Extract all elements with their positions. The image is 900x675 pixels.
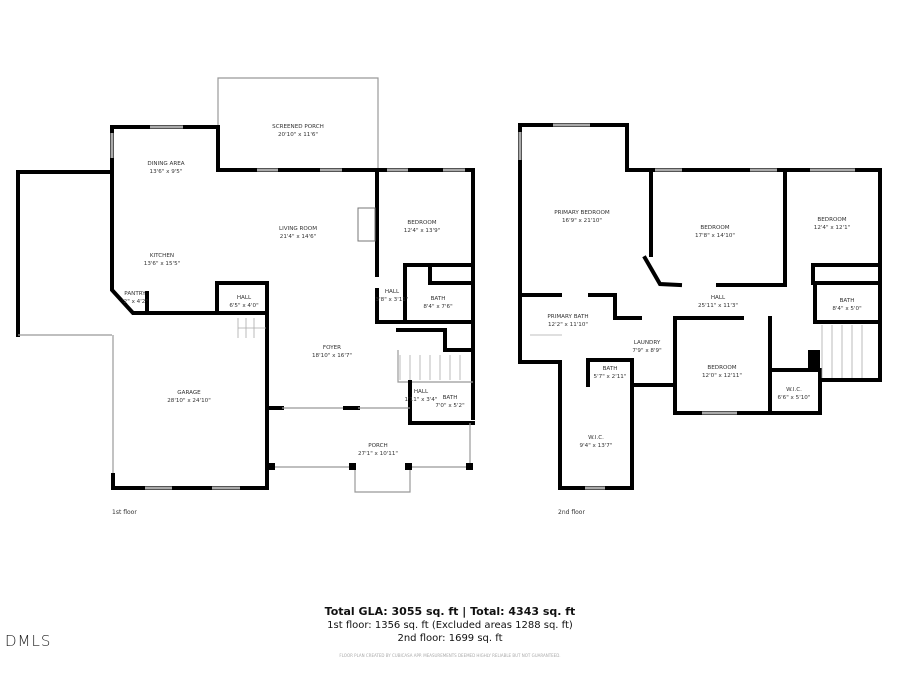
room-dims: 21'4" x 14'6" <box>279 234 317 240</box>
room-name: LIVING ROOM <box>278 226 318 232</box>
room-dims: 12'4" x 12'1" <box>813 225 851 231</box>
room-label: PRIMARY BATH 12'2" x 11'10" <box>547 313 588 329</box>
room-name: BATH <box>602 366 618 372</box>
room-name: PORCH <box>368 443 388 449</box>
room-name: BEDROOM <box>407 220 437 226</box>
room-name: BATH <box>442 395 458 401</box>
room-label: PORCH 27'1" x 10'11" <box>358 442 398 458</box>
second-floor-label: 2nd floor <box>558 509 585 516</box>
room-label: BATH 8'4" x 7'6" <box>423 295 452 311</box>
room-name: DINING AREA <box>147 161 185 167</box>
first-floor-area: 1st floor: 1356 sq. ft (Excluded areas 1… <box>327 620 573 631</box>
room-label: KITCHEN 13'6" x 15'5" <box>144 252 180 268</box>
room-label: DINING AREA 13'6" x 9'5" <box>147 160 184 176</box>
room-label: PANTRY '2" x 4'2" <box>122 290 148 306</box>
room-dims: 7'9" x 8'9" <box>632 348 662 354</box>
room-name: HALL <box>236 295 252 301</box>
room-name: PANTRY <box>124 291 146 297</box>
room-label: BATH 5'7" x 2'11" <box>594 365 627 381</box>
room-name: SCREENED PORCH <box>272 124 324 130</box>
room-label: W.I.C. 9'4" x 13'7" <box>580 434 613 450</box>
room-name: KITCHEN <box>149 253 175 259</box>
room-label: HALL 1'11" x 3'4" <box>405 388 438 404</box>
room-label: BATH 8'4" x 5'0" <box>832 297 861 313</box>
room-label: W.I.C. 6'6" x 5'10" <box>778 386 811 402</box>
room-dims: 1'11" x 3'4" <box>404 397 438 403</box>
room-dims: 27'1" x 10'11" <box>357 451 399 457</box>
room-dims: 9'4" x 13'7" <box>579 443 613 449</box>
first-floor-label: 1st floor <box>112 509 137 516</box>
room-label: FOYER 18'10" x 16'7" <box>312 344 352 360</box>
room-name: HALL <box>710 295 726 301</box>
total-area: Total GLA: 3055 sq. ft | Total: 4343 sq.… <box>324 605 576 618</box>
room-name: FOYER <box>322 345 342 351</box>
room-name: BEDROOM <box>817 217 847 223</box>
room-dims: 13'6" x 15'5" <box>143 261 181 267</box>
room-label: LIVING ROOM 21'4" x 14'6" <box>279 225 317 241</box>
room-dims: 16'9" x 21'10" <box>561 218 603 224</box>
room-label: HALL 3'8" x 3'11" <box>376 288 409 304</box>
room-name: PRIMARY BEDROOM <box>554 210 610 216</box>
room-dims: 12'2" x 11'10" <box>547 322 589 328</box>
room-dims: 25'11" x 11'3" <box>697 303 739 309</box>
room-name: W.I.C. <box>786 387 802 393</box>
room-dims: 5'7" x 2'11" <box>593 374 627 380</box>
room-name: W.I.C. <box>588 435 604 441</box>
room-label: BEDROOM 12'0" x 12'11" <box>702 364 742 380</box>
room-name: BEDROOM <box>707 365 737 371</box>
room-dims: 12'0" x 12'11" <box>701 373 743 379</box>
room-name: BEDROOM <box>700 225 730 231</box>
room-label: SCREENED PORCH 20'10" x 11'6" <box>272 123 324 139</box>
room-dims: 17'8" x 14'10" <box>694 233 736 239</box>
room-name: GARAGE <box>177 390 201 396</box>
room-dims: 6'5" x 4'0" <box>229 303 259 309</box>
room-dims: 12'4" x 13'9" <box>403 228 441 234</box>
room-label: BEDROOM 12'4" x 12'1" <box>814 216 850 232</box>
second-floor-walls <box>518 123 882 490</box>
room-label: BATH 7'0" x 5'2" <box>435 394 464 410</box>
room-label: LAUNDRY 7'9" x 8'9" <box>632 339 661 355</box>
room-dims: 8'4" x 7'6" <box>423 304 453 310</box>
room-label: HALL 25'11" x 11'3" <box>698 294 738 310</box>
room-dims: 8'4" x 5'0" <box>832 306 862 312</box>
room-label: BEDROOM 12'4" x 13'9" <box>404 219 440 235</box>
second-floor-area: 2nd floor: 1699 sq. ft <box>397 633 503 644</box>
room-dims: 28'10" x 24'10" <box>167 398 211 404</box>
room-name: BATH <box>430 296 446 302</box>
room-dims: 7'0" x 5'2" <box>435 403 465 409</box>
first-floor-walls <box>16 77 475 493</box>
disclaimer: FLOOR PLAN CREATED BY CUBICASA APP. MEAS… <box>339 653 561 658</box>
room-dims: 18'10" x 16'7" <box>311 353 353 359</box>
room-label: HALL 6'5" x 4'0" <box>229 294 258 310</box>
room-name: PRIMARY BATH <box>547 314 589 320</box>
room-name: BATH <box>839 298 855 304</box>
room-label: GARAGE 28'10" x 24'10" <box>167 389 211 405</box>
room-dims: 20'10" x 11'6" <box>277 132 318 138</box>
room-dims: 6'6" x 5'10" <box>777 395 811 401</box>
room-label: PRIMARY BEDROOM 16'9" x 21'10" <box>554 209 609 225</box>
room-dims: 3'8" x 3'11" <box>375 297 409 303</box>
room-dims: 13'6" x 9'5" <box>149 169 183 175</box>
room-name: HALL <box>384 289 400 295</box>
dmls-logo: DMLS <box>5 632 52 650</box>
room-dims: '2" x 4'2" <box>122 299 148 305</box>
room-label: BEDROOM 17'8" x 14'10" <box>695 224 735 240</box>
room-name: HALL <box>413 389 429 395</box>
room-name: LAUNDRY <box>633 340 661 346</box>
